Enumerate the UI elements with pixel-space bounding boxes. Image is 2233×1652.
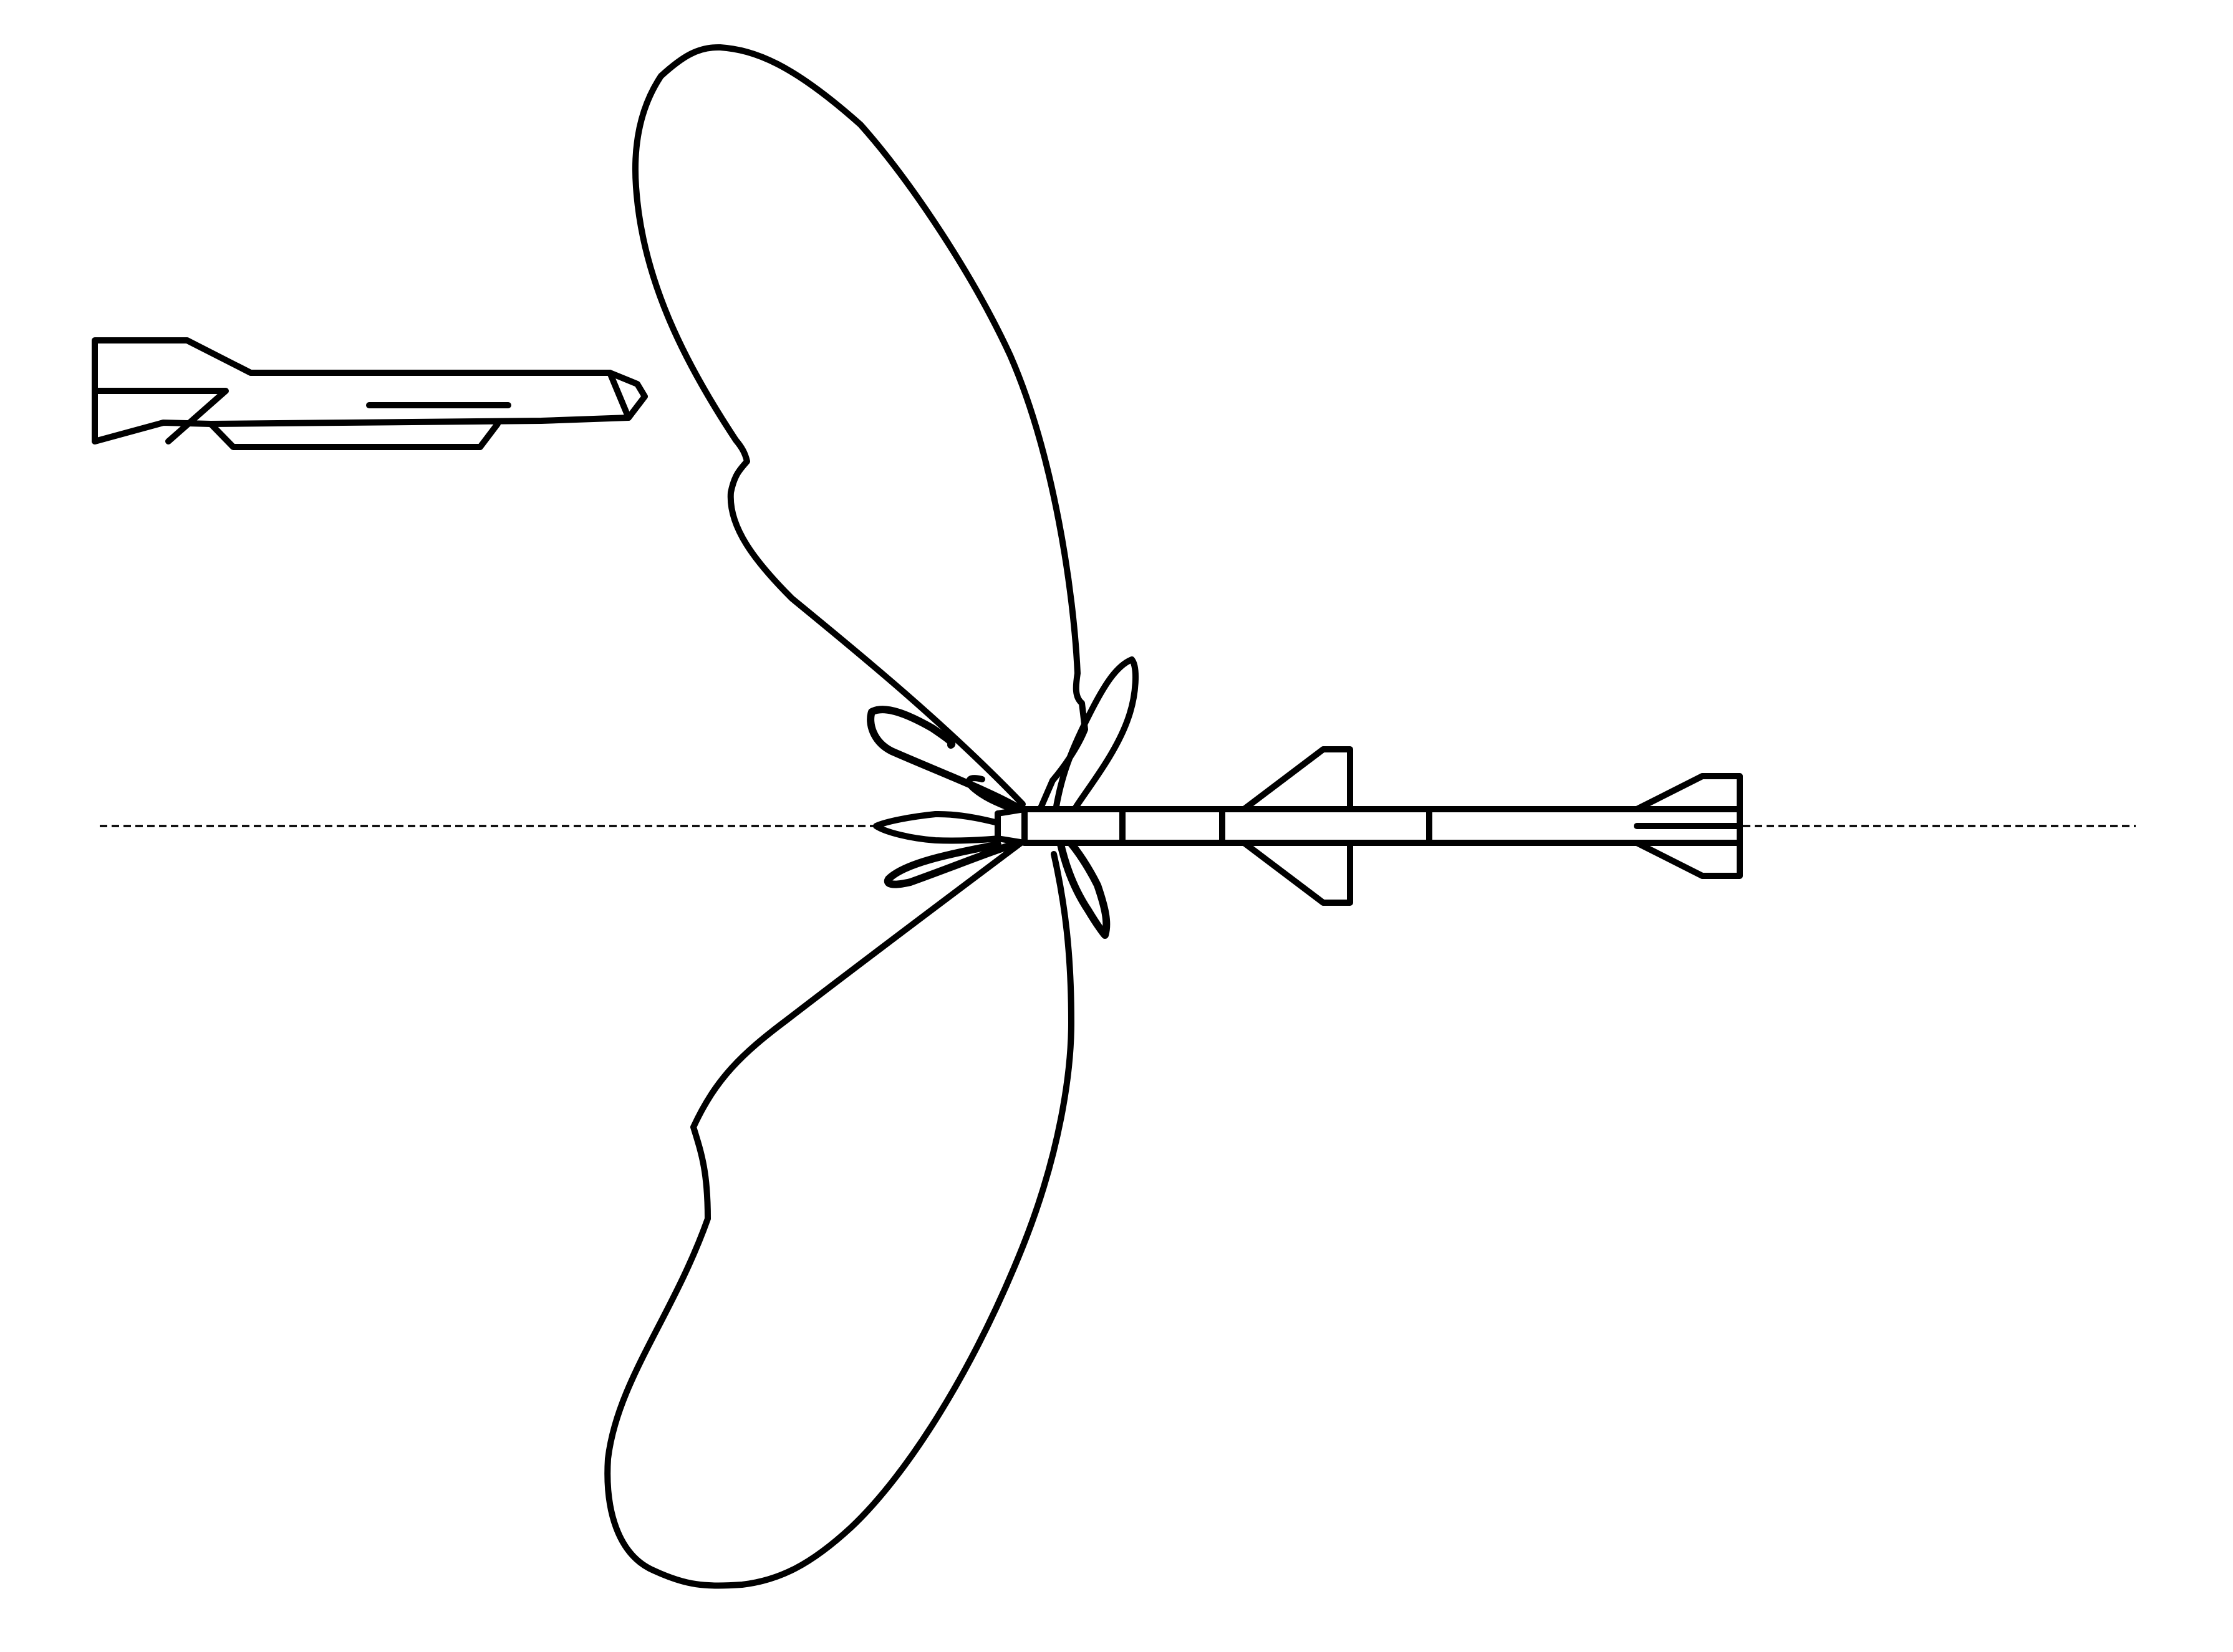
radiation-pattern-main-lobe-upper	[632, 44, 1088, 817]
radiation-pattern-main-lobe-lower	[604, 838, 1074, 1589]
radiation-pattern-side-lobes	[867, 656, 1139, 939]
missile	[995, 746, 1743, 906]
target-aircraft	[92, 337, 648, 450]
